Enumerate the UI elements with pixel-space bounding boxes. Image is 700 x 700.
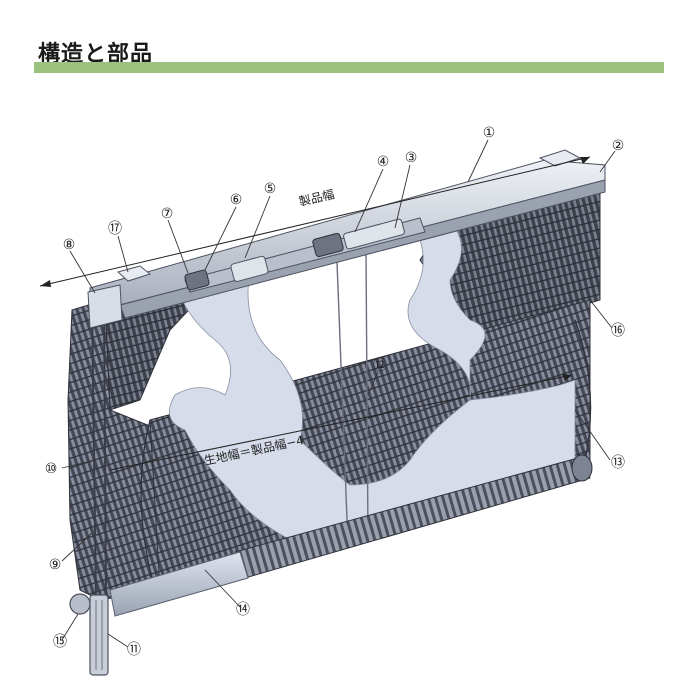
cutaway-region	[168, 227, 576, 546]
callout-4: ④	[377, 154, 390, 170]
callout-12: ⑫	[373, 358, 387, 374]
callout-17: ⑰	[108, 221, 122, 237]
callout-2: ②	[612, 138, 625, 154]
ball-chain	[91, 304, 107, 601]
callout-numbers: ① ② ③ ④ ⑤ ⑥ ⑦ ⑧ ⑨ ⑩ ⑪ ⑫ ⑬ ⑭ ⑮ ⑯ ⑰	[45, 125, 625, 658]
operation-handle	[69, 593, 109, 676]
callout-leaders	[61, 139, 616, 648]
callout-9: ⑨	[49, 557, 62, 573]
lifting-cords	[336, 252, 369, 546]
callout-11: ⑪	[127, 642, 141, 658]
callout-5: ⑤	[264, 181, 277, 197]
callout-14: ⑭	[236, 602, 250, 618]
callout-3: ③	[405, 150, 418, 166]
callout-8: ⑧	[63, 237, 76, 253]
callout-6: ⑥	[230, 192, 243, 208]
title-underline-bar	[34, 62, 664, 73]
callout-1: ①	[483, 125, 496, 141]
dimension-label-product-width: 製品幅	[297, 186, 335, 209]
callout-15: ⑮	[53, 634, 67, 650]
callout-13: ⑬	[611, 455, 625, 471]
callout-16: ⑯	[611, 323, 625, 339]
callout-7: ⑦	[161, 206, 174, 222]
callout-10: ⑩	[45, 461, 58, 477]
shaft-mechanisms	[184, 217, 426, 293]
bottom-bar	[109, 454, 593, 617]
